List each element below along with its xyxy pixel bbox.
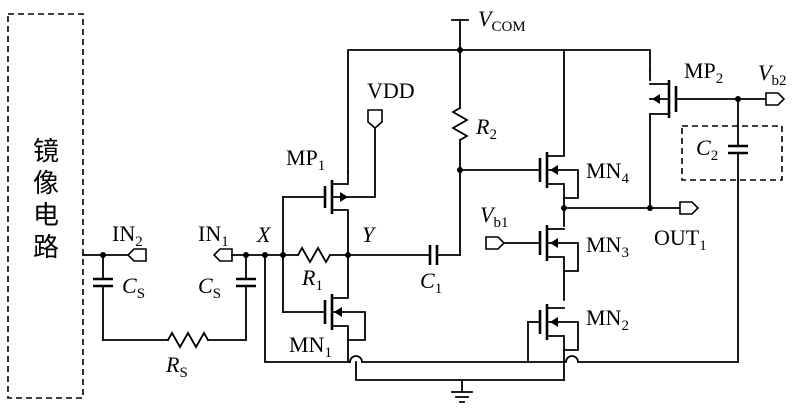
svg-text:电: 电 (33, 201, 59, 231)
ground-symbol (451, 391, 473, 403)
svg-text:镜: 镜 (33, 137, 59, 167)
mp1-label: MP1 (286, 145, 325, 174)
c1-label: C1 (420, 268, 442, 297)
r1-label: R1 (301, 265, 323, 294)
node-x-label: X (256, 222, 272, 247)
out1-port (679, 201, 700, 215)
mp2-transistor (649, 80, 678, 209)
mp2-label: MP2 (684, 58, 723, 87)
vdd-label: VDD (367, 78, 415, 103)
svg-text:路: 路 (33, 233, 59, 263)
cs-right-capacitor (236, 277, 256, 288)
rs-resistor (166, 331, 210, 349)
node-y-label: Y (362, 222, 377, 247)
out1-label: OUT1 (654, 225, 707, 254)
r2-label: R2 (475, 114, 497, 143)
mn1-transistor (323, 254, 366, 363)
vb1-port (485, 236, 506, 250)
c1-capacitor (428, 245, 439, 265)
r1-resistor (296, 246, 332, 264)
in2-port (126, 248, 147, 262)
mirror-circuit-label: 镜 像 电 路 (33, 137, 59, 263)
vcom-label: VCOM (478, 6, 526, 35)
mn4-label: MN4 (586, 158, 629, 187)
vb2-port (765, 92, 786, 106)
cs-right-label: CS (198, 273, 221, 302)
mn2-label: MN2 (586, 305, 629, 334)
rs-label: RS (165, 352, 188, 381)
vb2-label: Vb2 (758, 60, 786, 89)
in1-port (212, 248, 233, 262)
mn1-label: MN1 (289, 332, 332, 361)
mirror-circuit-block (7, 13, 84, 399)
mp1-transistor (323, 49, 461, 256)
in1-label: IN1 (198, 221, 229, 250)
mn3-label: MN3 (586, 232, 629, 261)
cs-left-capacitor (93, 277, 113, 288)
svg-text:像: 像 (33, 169, 59, 199)
c2-dashed-box (681, 125, 783, 181)
in2-label: IN2 (112, 221, 143, 250)
mn2-transistor (538, 304, 579, 381)
vdd-port (367, 109, 383, 130)
cs-left-label: CS (122, 273, 145, 302)
vb1-label: Vb1 (480, 202, 508, 231)
c2-label: C2 (696, 135, 718, 164)
r2-resistor (451, 106, 469, 142)
mn3-transistor (538, 225, 579, 301)
c2-capacitor (728, 144, 748, 155)
mn4-transistor (538, 49, 579, 209)
